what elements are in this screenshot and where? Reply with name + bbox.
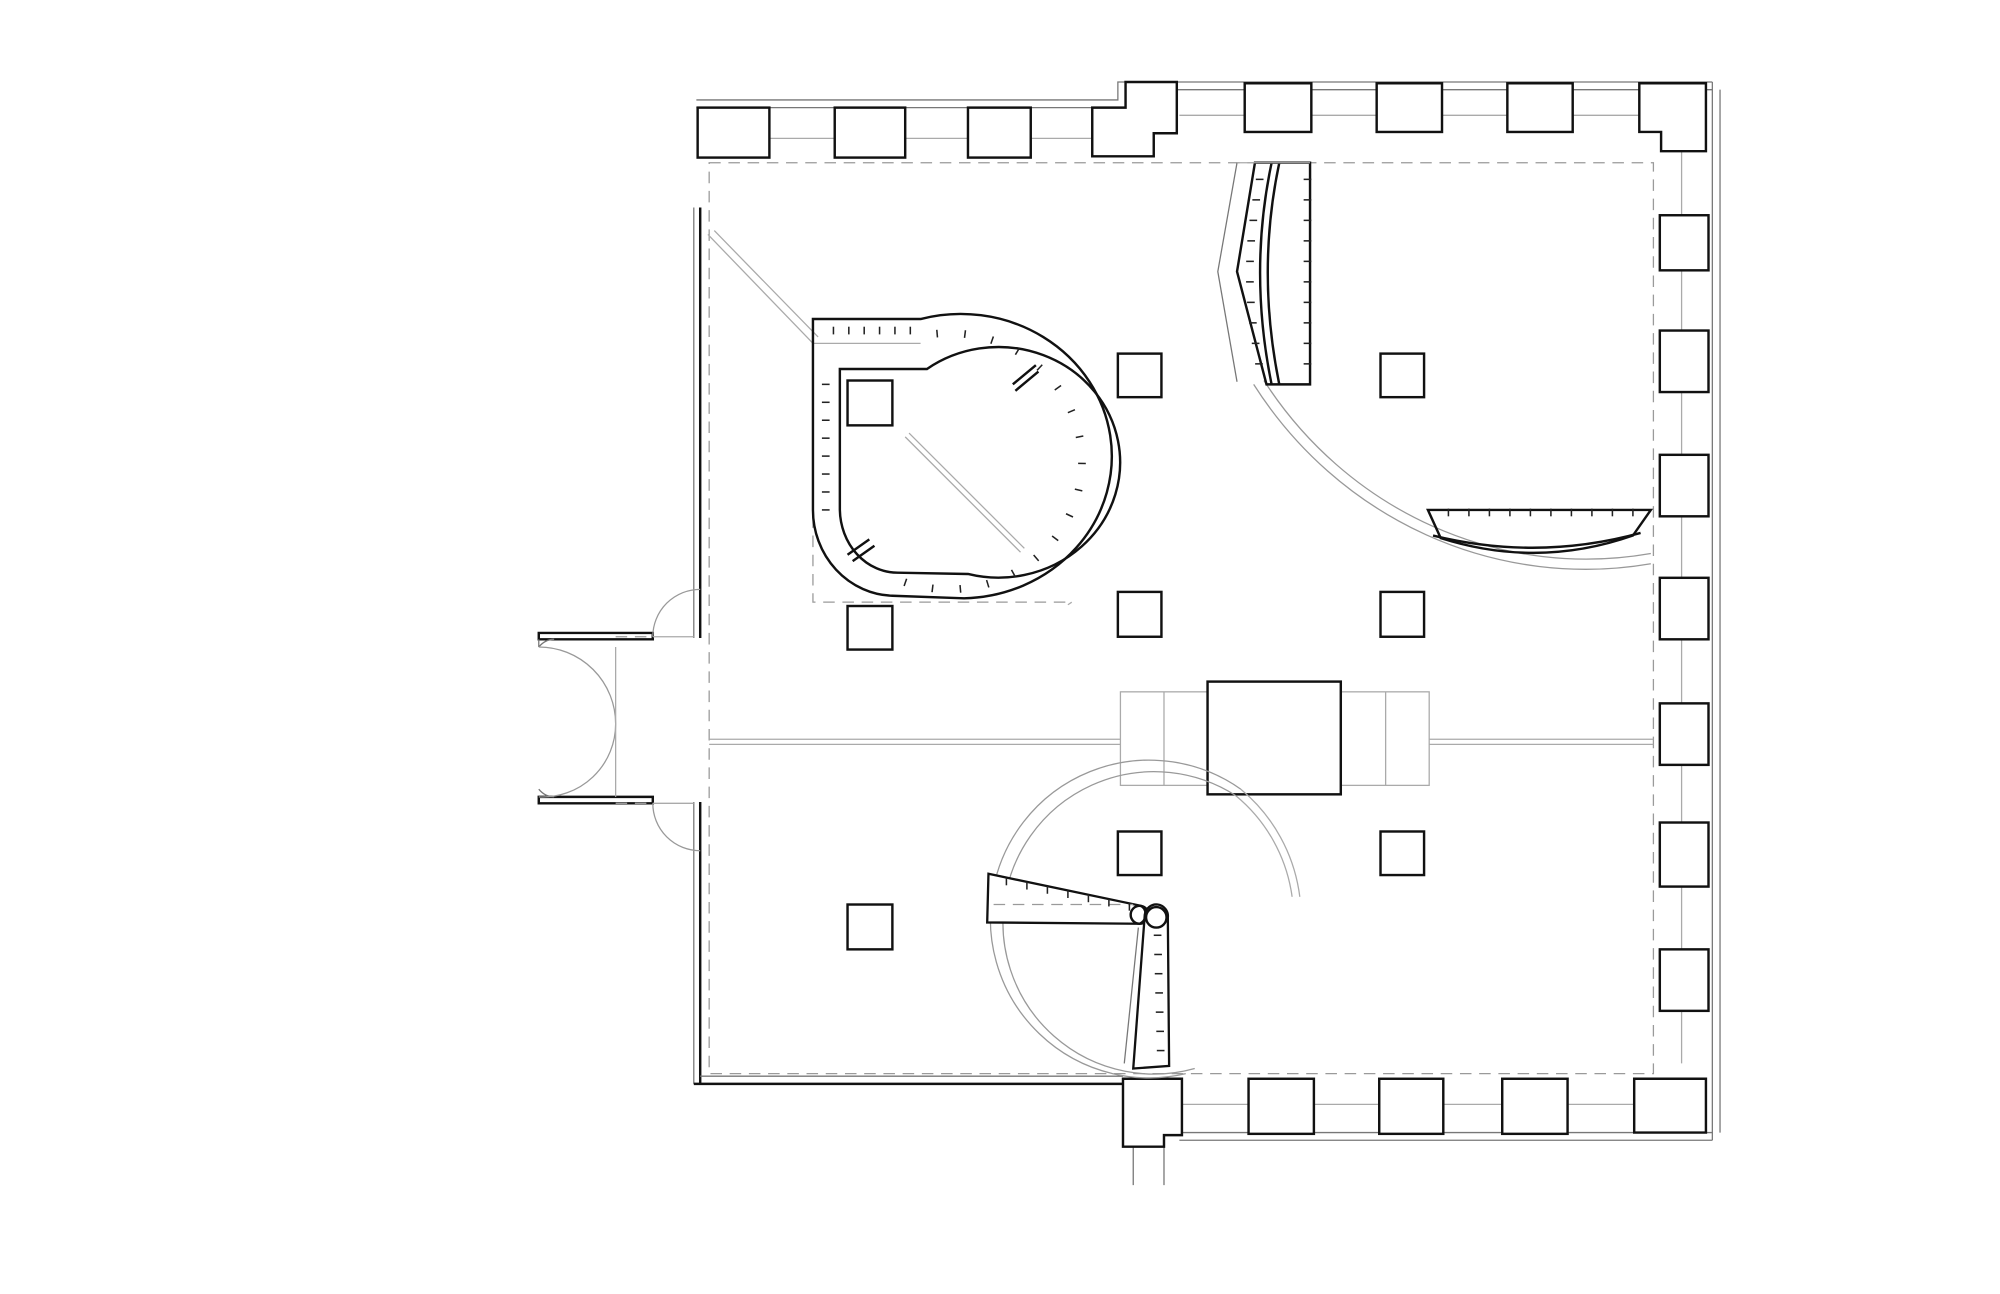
central-table [1119,680,1430,796]
circular-wall-fan-shelves [986,759,1301,1079]
facade-piers [696,80,1710,1148]
teardrop-shelf [707,230,1122,606]
curved-wall-shelves [1217,161,1654,570]
partition [709,738,1654,746]
interior-columns [846,352,1426,951]
room-boundary-dashed [708,162,1655,1075]
entrance-vestibule [537,588,701,852]
